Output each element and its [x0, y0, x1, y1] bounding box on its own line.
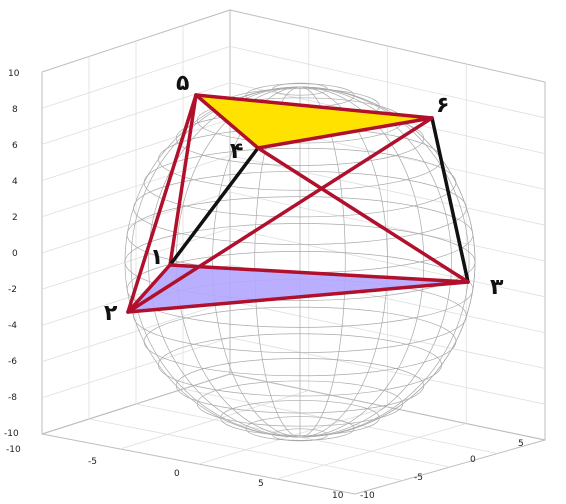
edge-4-6: [256, 116, 434, 150]
sphere-meridian: [299, 86, 388, 438]
sphere-meridian: [299, 86, 470, 438]
vertex-label-3: ۳: [490, 275, 504, 300]
floor-grid-line: [276, 423, 467, 480]
z-tick: 10: [8, 69, 20, 79]
vertex-label-1: ۱: [150, 245, 163, 270]
floor-grid-line: [182, 388, 498, 454]
edge-6-2: [126, 116, 434, 314]
z-tick: 2: [12, 213, 18, 223]
vertex-label-2: ۲: [104, 301, 118, 326]
z-tick: -6: [8, 357, 17, 367]
z-tick: 8: [12, 105, 18, 115]
y-tick: 5: [518, 439, 524, 449]
z-tick: 0: [12, 249, 18, 259]
y-axis-ticks: -10 -5 0 5: [360, 439, 524, 501]
sphere-meridian: [299, 86, 476, 438]
x-tick: 10: [332, 491, 344, 501]
z-tick: -8: [8, 393, 17, 403]
vertex-labels: ۵ ۶ ۴ ۱ ۲ ۳: [104, 71, 504, 326]
x-tick: 0: [174, 469, 180, 479]
edge-4-1: [168, 146, 260, 267]
polyhedron-edges: [126, 93, 470, 314]
z-tick: 4: [12, 177, 18, 187]
edge-5-4: [194, 93, 260, 150]
top-triangle-face: [196, 95, 432, 148]
x-tick: -5: [88, 457, 97, 467]
edge-4-3: [256, 146, 470, 284]
y-tick: 0: [470, 455, 476, 465]
vertex-label-5: ۵: [176, 71, 189, 96]
floor: [41, 373, 546, 495]
sphere-meridian: [299, 86, 425, 438]
edge-5-2: [126, 93, 198, 314]
edge-1-2: [126, 263, 172, 314]
wall-grid: [41, 25, 546, 481]
edge-2-3: [126, 280, 470, 314]
vertex-label-4: ۴: [230, 139, 243, 164]
y-tick: -5: [414, 473, 423, 483]
x-axis-ticks: -10 -5 0 5 10: [6, 445, 344, 501]
edge-1-3: [168, 263, 470, 284]
bottom-triangle-face: [128, 265, 468, 312]
edge-6-3: [430, 116, 470, 284]
z-tick: -2: [8, 285, 17, 295]
edge-5-1: [168, 93, 198, 267]
y-tick: -10: [360, 491, 375, 501]
z-tick: 6: [12, 141, 18, 151]
x-tick: -10: [6, 445, 21, 455]
z-axis-ticks: 10 8 6 4 2 0 -2 -4 -6 -8 -10: [4, 69, 20, 439]
z-tick: -10: [4, 429, 19, 439]
axes-box: [41, 9, 546, 495]
edge-5-6: [194, 93, 434, 120]
x-tick: 5: [258, 479, 264, 489]
sphere-meridian: [299, 86, 452, 438]
vertex-label-6: ۶: [436, 93, 449, 118]
z-tick: -4: [8, 321, 17, 331]
